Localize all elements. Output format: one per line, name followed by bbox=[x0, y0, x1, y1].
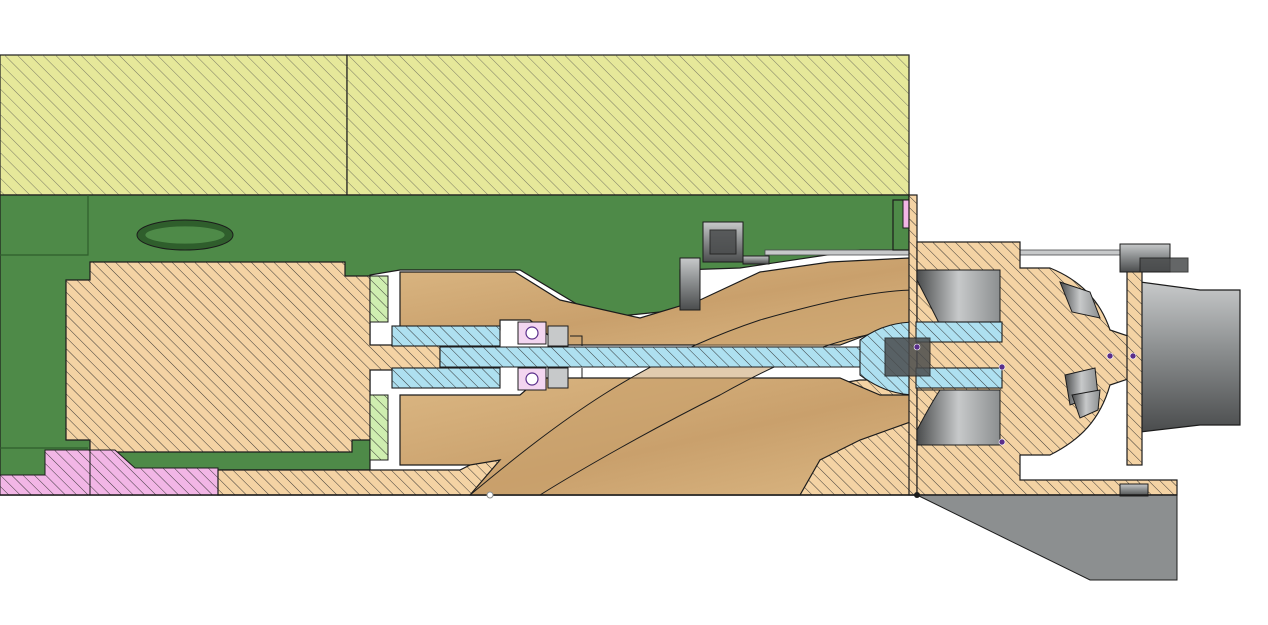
clip-left-hatch bbox=[0, 450, 90, 495]
nozzle-flange-hatch bbox=[1127, 265, 1142, 465]
bearing-ball-lower bbox=[525, 372, 539, 386]
retainer-lower[interactable] bbox=[547, 367, 569, 389]
clamp-inner bbox=[709, 229, 737, 255]
top-cover-assembly[interactable] bbox=[0, 54, 910, 196]
coupling-upper-hatch bbox=[392, 326, 500, 346]
sketch-point-a[interactable] bbox=[913, 343, 921, 351]
intake-duct-sweep bbox=[470, 290, 916, 495]
intake-duct[interactable] bbox=[399, 257, 917, 496]
coupling-lower-hatch bbox=[392, 368, 500, 388]
top-cover-right-hatch bbox=[347, 55, 909, 195]
intake-duct-edge-2 bbox=[539, 329, 917, 496]
circlip-upper bbox=[570, 335, 583, 346]
nozzle-assembly[interactable] bbox=[1119, 243, 1241, 466]
clip-parts[interactable] bbox=[0, 449, 219, 496]
bracket-icon[interactable] bbox=[916, 494, 1178, 581]
sketch-point-c[interactable] bbox=[998, 438, 1006, 446]
sketch-point-e[interactable] bbox=[1129, 352, 1137, 360]
linkage-rod-left[interactable] bbox=[742, 255, 770, 265]
top-cover-left-hatch bbox=[0, 55, 347, 195]
motor-housing[interactable] bbox=[65, 261, 441, 453]
sketch-point-d[interactable] bbox=[1106, 352, 1114, 360]
spacer-rings[interactable] bbox=[369, 275, 389, 461]
spacer-lower-hatch bbox=[370, 395, 388, 460]
bearing-ball-upper bbox=[525, 326, 539, 340]
nozzle-bracket-pin[interactable] bbox=[1139, 257, 1189, 273]
retainer-upper[interactable] bbox=[547, 325, 569, 347]
clip-right-hatch bbox=[90, 450, 218, 495]
bracket-tab[interactable] bbox=[1119, 483, 1149, 497]
sketch-points[interactable] bbox=[486, 343, 1137, 499]
drain-slot-inner bbox=[144, 225, 226, 245]
impeller[interactable] bbox=[884, 269, 1003, 446]
mount-block-left[interactable] bbox=[679, 257, 701, 311]
lower-bracket[interactable] bbox=[916, 483, 1178, 581]
motor-housing-hatch bbox=[66, 262, 440, 452]
spacer-upper-hatch bbox=[370, 276, 388, 322]
impeller-hub-hatch bbox=[916, 322, 1002, 342]
stator-vane-icon[interactable] bbox=[1059, 281, 1101, 319]
hull-inner-step bbox=[0, 195, 89, 449]
shaft-nut[interactable] bbox=[884, 337, 931, 377]
sketch-point-b[interactable] bbox=[998, 363, 1006, 371]
impeller-hub-lower-hatch bbox=[916, 368, 1002, 388]
intake-duct-edge bbox=[469, 289, 917, 496]
sketch-point-g[interactable] bbox=[486, 491, 494, 499]
nozzle-icon[interactable] bbox=[1139, 281, 1241, 433]
bearing-set[interactable] bbox=[517, 321, 583, 391]
impeller-blade-lower[interactable] bbox=[916, 389, 1001, 446]
sketch-point-f[interactable] bbox=[914, 492, 920, 498]
stator[interactable] bbox=[1059, 281, 1101, 419]
stator-vane-mid[interactable] bbox=[1071, 389, 1101, 419]
circlip-lower bbox=[570, 368, 583, 379]
